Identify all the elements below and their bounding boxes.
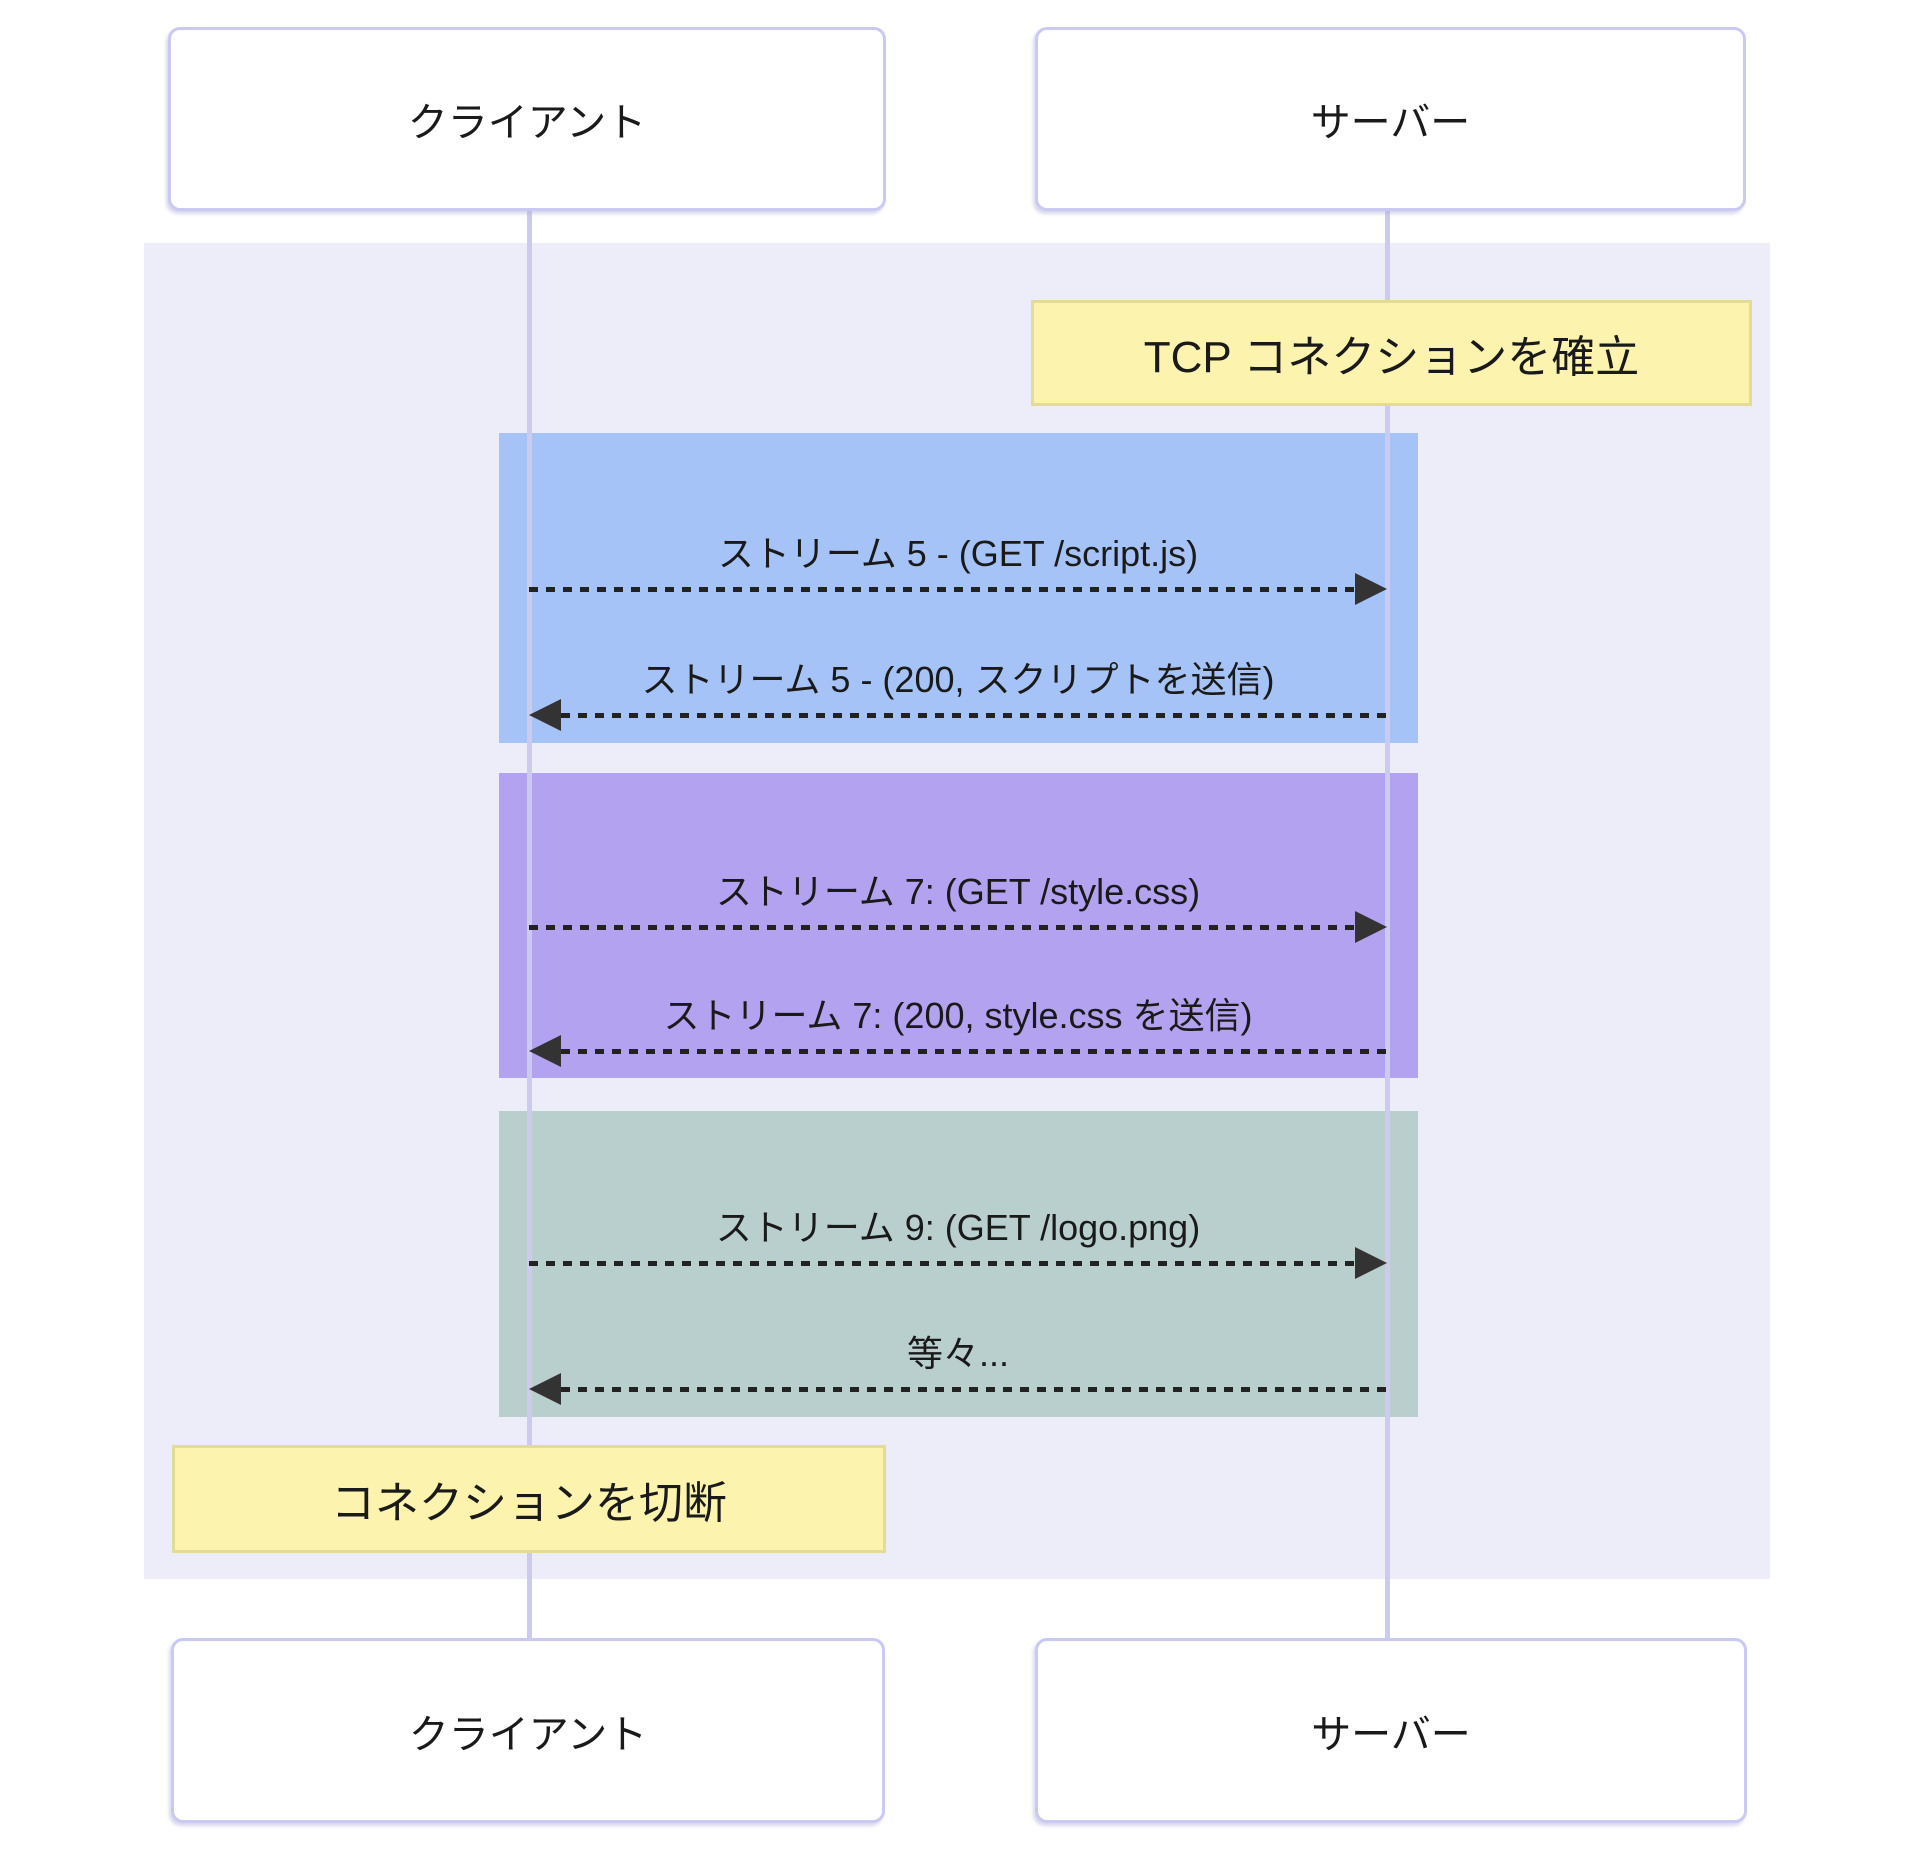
message-line bbox=[529, 587, 1355, 592]
actor-server-bottom: サーバー bbox=[1035, 1638, 1747, 1823]
arrowhead-right-icon bbox=[1355, 1247, 1387, 1279]
lifeline-server bbox=[1385, 211, 1390, 1638]
message-line bbox=[529, 1261, 1355, 1266]
arrowhead-left-icon bbox=[529, 1373, 561, 1405]
arrowhead-right-icon bbox=[1355, 911, 1387, 943]
lifeline-client bbox=[527, 211, 532, 1638]
actor-label: クライアント bbox=[407, 101, 647, 145]
actor-client-top: クライアント bbox=[168, 27, 886, 211]
message-line bbox=[561, 1049, 1387, 1054]
note-disconnect: コネクションを切断 bbox=[172, 1445, 886, 1553]
message-label-stream5-request: ストリーム 5 - (GET /script.js) bbox=[717, 533, 1199, 574]
message-line bbox=[561, 713, 1387, 718]
arrowhead-left-icon bbox=[529, 1035, 561, 1067]
message-label-stream7-response: ストリーム 7: (200, style.css を送信) bbox=[663, 995, 1253, 1036]
message-line bbox=[561, 1387, 1387, 1392]
note-label: コネクションを切断 bbox=[331, 1479, 727, 1528]
message-label-etc: 等々... bbox=[906, 1333, 1009, 1374]
arrowhead-right-icon bbox=[1355, 573, 1387, 605]
actor-label: サーバー bbox=[1310, 101, 1471, 145]
actor-server-top: サーバー bbox=[1035, 27, 1746, 211]
message-label-stream7-request: ストリーム 7: (GET /style.css) bbox=[715, 871, 1201, 912]
message-label-stream5-response: ストリーム 5 - (200, スクリプトを送信) bbox=[641, 659, 1275, 700]
actor-client-bottom: クライアント bbox=[171, 1638, 885, 1823]
actor-label: クライアント bbox=[408, 1712, 648, 1757]
message-label-stream9-request: ストリーム 9: (GET /logo.png) bbox=[715, 1207, 1201, 1248]
message-line bbox=[529, 925, 1355, 930]
actor-label: サーバー bbox=[1311, 1712, 1471, 1757]
note-tcp-establish: TCP コネクションを確立 bbox=[1031, 300, 1752, 406]
note-label: TCP コネクションを確立 bbox=[1143, 333, 1640, 382]
arrowhead-left-icon bbox=[529, 699, 561, 731]
